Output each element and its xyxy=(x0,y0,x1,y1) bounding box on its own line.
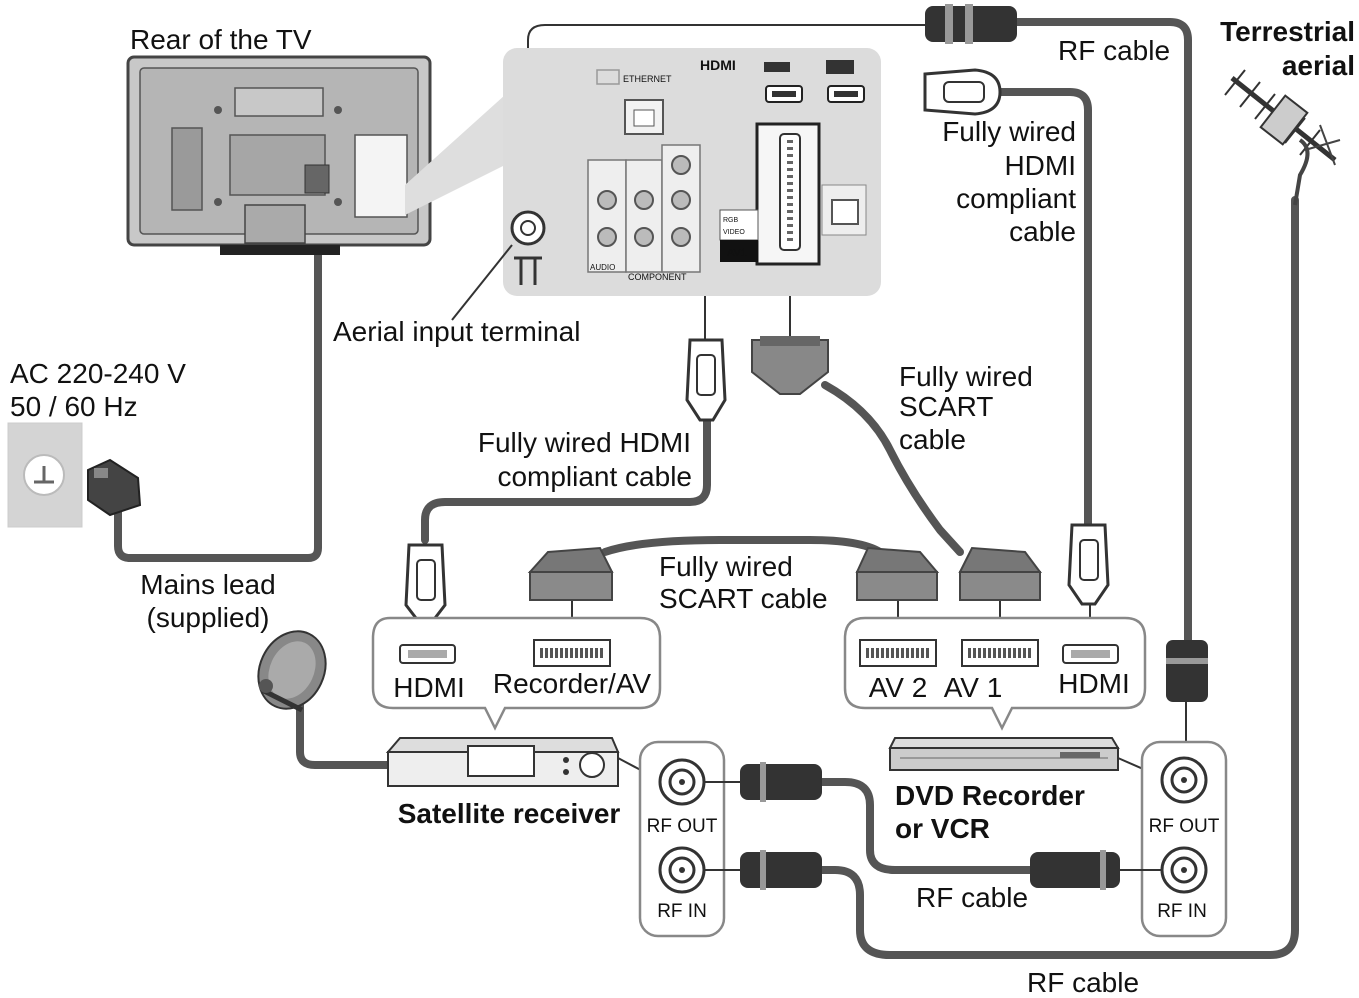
label-terrestrial: Terrestrial xyxy=(1220,16,1355,47)
dvd-rf-out-socket xyxy=(1160,756,1208,804)
label-dvd-av2: AV 2 xyxy=(869,672,928,703)
optical-port xyxy=(821,184,867,236)
label-hdmi-right-1: Fully wired xyxy=(942,116,1076,147)
label-sat-recorder-av: Recorder/AV xyxy=(493,668,652,699)
label-scart-top-2: SCART xyxy=(899,391,993,422)
tv-hdmi-port-1 xyxy=(764,62,803,103)
hdmi-plug-sat xyxy=(404,543,447,624)
svg-text:ETHERNET: ETHERNET xyxy=(623,74,672,84)
rf-cable-mid xyxy=(816,778,1039,874)
label-sat-rf-out: RF OUT xyxy=(647,816,718,837)
label-dvd-rf-in: RF IN xyxy=(1157,901,1207,922)
scart-plug-tv xyxy=(751,336,829,395)
satellite-terminal-panel xyxy=(371,616,662,731)
scart-cable-mid xyxy=(601,536,884,556)
label-hdmi-right-3: compliant xyxy=(956,183,1076,214)
label-mains-supplied: (supplied) xyxy=(147,602,270,633)
sat-rf-out-socket xyxy=(658,758,706,806)
label-or-vcr: or VCR xyxy=(895,813,990,844)
label-rf-cable-mid: RF cable xyxy=(916,882,1028,913)
tv-terminal-panel: ETHERNET HDMI xyxy=(503,48,881,296)
dvd-rf-in-socket xyxy=(1160,846,1208,894)
tv-rear xyxy=(126,55,432,255)
terrestrial-aerial xyxy=(1224,69,1341,206)
label-rf-cable-top: RF cable xyxy=(1058,35,1170,66)
sat-rf-in-socket xyxy=(658,846,706,894)
label-rf-cable-bottom: RF cable xyxy=(1027,967,1139,998)
text-labels: Rear of the TV RF cable Terrestrial aeri… xyxy=(10,16,1355,998)
scart-plug-sat xyxy=(527,546,614,601)
hdmi-cable-left xyxy=(421,416,711,544)
label-dvd-av1: AV 1 xyxy=(944,672,1003,703)
label-hdmi-right-4: cable xyxy=(1009,216,1076,247)
ethernet-port: ETHERNET xyxy=(596,69,672,135)
label-satellite-receiver: Satellite receiver xyxy=(398,798,621,829)
label-hdmi-left-1: Fully wired HDMI xyxy=(478,427,691,458)
dvd-hdmi-port xyxy=(1062,644,1119,664)
label-dvd-recorder: DVD Recorder xyxy=(895,780,1085,811)
label-mains-lead: Mains lead xyxy=(140,569,275,600)
dvd-terminal-panel xyxy=(843,616,1147,731)
hdmi-plug-tv-right xyxy=(923,68,1002,116)
label-rear-of-tv: Rear of the TV xyxy=(130,24,312,55)
dish-cable xyxy=(296,701,399,769)
mains-lead-cable xyxy=(114,171,322,562)
label-aerial: aerial xyxy=(1282,50,1355,81)
satellite-receiver-device xyxy=(385,737,651,787)
svg-text:RGB: RGB xyxy=(723,217,739,224)
sat-hdmi-port xyxy=(399,644,456,664)
tv-scart-av1-port: RGB VIDEO AV1 xyxy=(719,122,821,266)
zoom-wedge xyxy=(405,95,505,215)
sat-rf-terminal-panel xyxy=(638,740,740,938)
rf-plug-sat-in xyxy=(740,850,822,890)
sat-scart-port xyxy=(533,639,611,667)
dvd-av1-port xyxy=(961,639,1039,667)
aerial-pointer-line xyxy=(451,244,513,321)
label-scart-top-1: Fully wired xyxy=(899,361,1033,392)
wall-socket xyxy=(7,422,83,528)
dvd-recorder-device xyxy=(888,737,1151,773)
hdmi-plug-left-top xyxy=(685,338,727,422)
scart-plug-dvd-av1 xyxy=(958,546,1042,601)
rf-plug-sat-out xyxy=(740,762,822,802)
svg-text:AUDIO: AUDIO xyxy=(590,263,615,272)
rf-plug-dvd-in xyxy=(1030,850,1120,890)
label-sat-hdmi: HDMI xyxy=(393,672,465,703)
svg-text:COMPONENT: COMPONENT xyxy=(628,272,687,282)
mains-plug xyxy=(87,458,142,517)
hdmi-plug-dvd xyxy=(1067,523,1110,606)
tv-hdmi-port-2 xyxy=(826,60,865,103)
rf-cable-bottom xyxy=(806,196,1299,959)
label-hdmi-right-2: HDMI xyxy=(1004,150,1076,181)
label-hdmi-left-2: compliant cable xyxy=(497,461,692,492)
label-dvd-rf-out: RF OUT xyxy=(1149,816,1220,837)
label-sat-rf-in: RF IN xyxy=(657,901,707,922)
rf-plug-top xyxy=(925,4,1017,44)
label-dvd-hdmi: HDMI xyxy=(1058,668,1130,699)
satellite-dish xyxy=(257,630,327,713)
aerial-terminal-lead xyxy=(527,24,925,225)
label-ac-voltage: AC 220-240 V xyxy=(10,358,186,389)
svg-text:VIDEO: VIDEO xyxy=(723,229,745,236)
aerial-input-terminal xyxy=(510,210,546,285)
label-scart-mid-2: SCART cable xyxy=(659,583,828,614)
scart-plug-dvd-av2 xyxy=(855,546,940,601)
av-jack-columns: AUDIO COMPONENT xyxy=(587,144,701,282)
label-ac-frequency: 50 / 60 Hz xyxy=(10,391,138,422)
hdmi-logo-text: HDMI xyxy=(700,57,736,73)
dvd-rf-terminal-panel xyxy=(1120,740,1228,938)
rf-plug-dvd-out xyxy=(1166,640,1208,702)
rf-cable-top xyxy=(1011,18,1192,644)
svg-text:AV1: AV1 xyxy=(727,247,747,259)
dvd-av2-port xyxy=(859,639,937,667)
label-aerial-input-terminal: Aerial input terminal xyxy=(333,316,580,347)
hdmi-cable-right xyxy=(996,88,1092,529)
scart-cable-top xyxy=(821,381,964,556)
label-scart-mid-1: Fully wired xyxy=(659,551,793,582)
cable-layer xyxy=(114,18,1299,959)
label-scart-top-3: cable xyxy=(899,424,966,455)
